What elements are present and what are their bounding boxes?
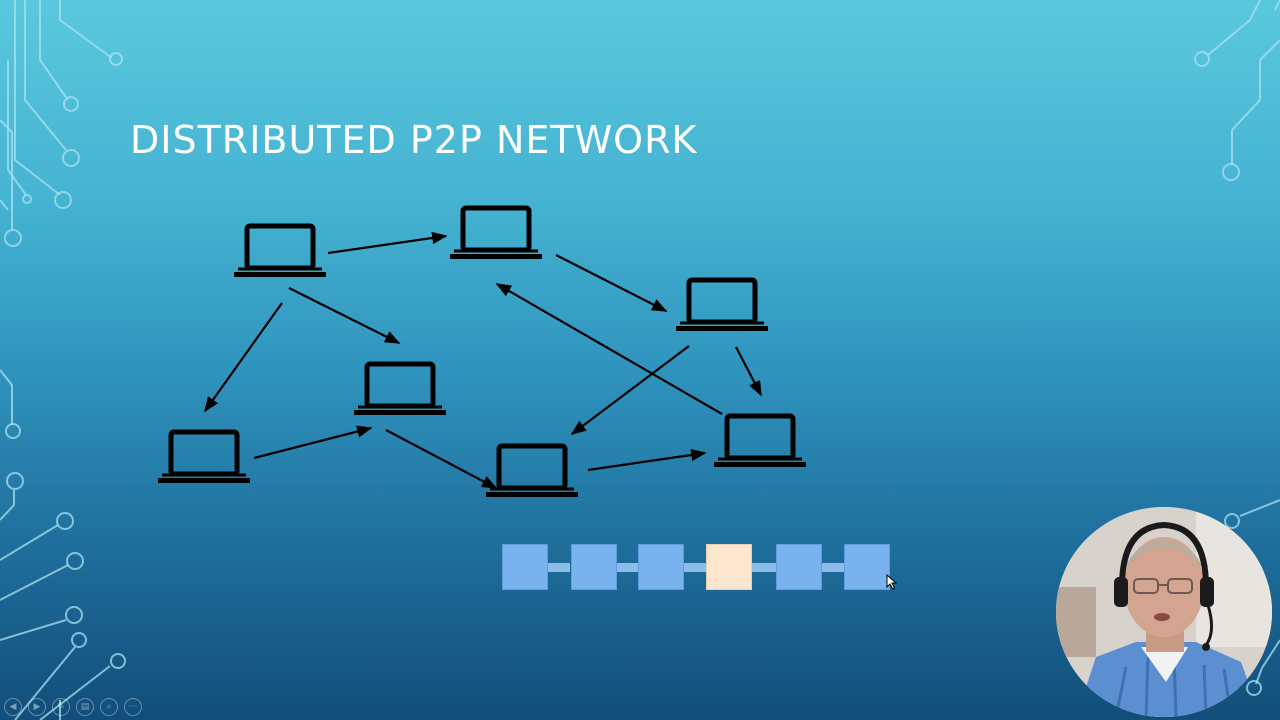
edge bbox=[253, 425, 373, 460]
block bbox=[571, 544, 617, 590]
blockchain-strip bbox=[500, 544, 895, 592]
network-edges bbox=[204, 231, 762, 489]
chain-link bbox=[752, 563, 776, 572]
network-nodes bbox=[158, 208, 806, 497]
laptop-icon bbox=[714, 416, 806, 467]
block bbox=[844, 544, 890, 590]
zoom-icon[interactable]: ⌕ bbox=[100, 698, 118, 716]
presenter-webcam bbox=[1056, 507, 1272, 717]
slide-title: DISTRIBUTED P2P NETWORK bbox=[130, 118, 698, 162]
chain-link bbox=[616, 563, 638, 572]
next-icon[interactable]: ▶ bbox=[28, 698, 46, 716]
edge bbox=[288, 287, 401, 344]
edge bbox=[570, 345, 690, 435]
slides-icon[interactable]: ▤ bbox=[76, 698, 94, 716]
block-highlighted bbox=[706, 544, 752, 590]
laptop-icon bbox=[450, 208, 542, 259]
edge bbox=[327, 231, 448, 255]
edge bbox=[495, 283, 723, 415]
edge bbox=[204, 302, 283, 413]
edge bbox=[385, 429, 498, 489]
previous-icon[interactable]: ◀ bbox=[4, 698, 22, 716]
chain-link bbox=[822, 563, 844, 572]
laptop-icon bbox=[486, 446, 578, 497]
edge bbox=[555, 254, 668, 312]
mouse-cursor-icon bbox=[886, 574, 898, 590]
block bbox=[776, 544, 822, 590]
slideshow-controls: ◀ ▶ ✎ ▤ ⌕ ⋯ bbox=[4, 698, 142, 716]
block bbox=[502, 544, 548, 590]
block bbox=[638, 544, 684, 590]
pen-icon[interactable]: ✎ bbox=[52, 698, 70, 716]
laptop-icon bbox=[234, 226, 326, 277]
edge bbox=[735, 346, 762, 397]
chain-link bbox=[548, 563, 570, 572]
chain-link bbox=[684, 563, 706, 572]
edge bbox=[587, 448, 707, 472]
laptop-icon bbox=[158, 432, 250, 483]
more-icon[interactable]: ⋯ bbox=[124, 698, 142, 716]
laptop-icon bbox=[354, 364, 446, 415]
laptop-icon bbox=[676, 280, 768, 331]
